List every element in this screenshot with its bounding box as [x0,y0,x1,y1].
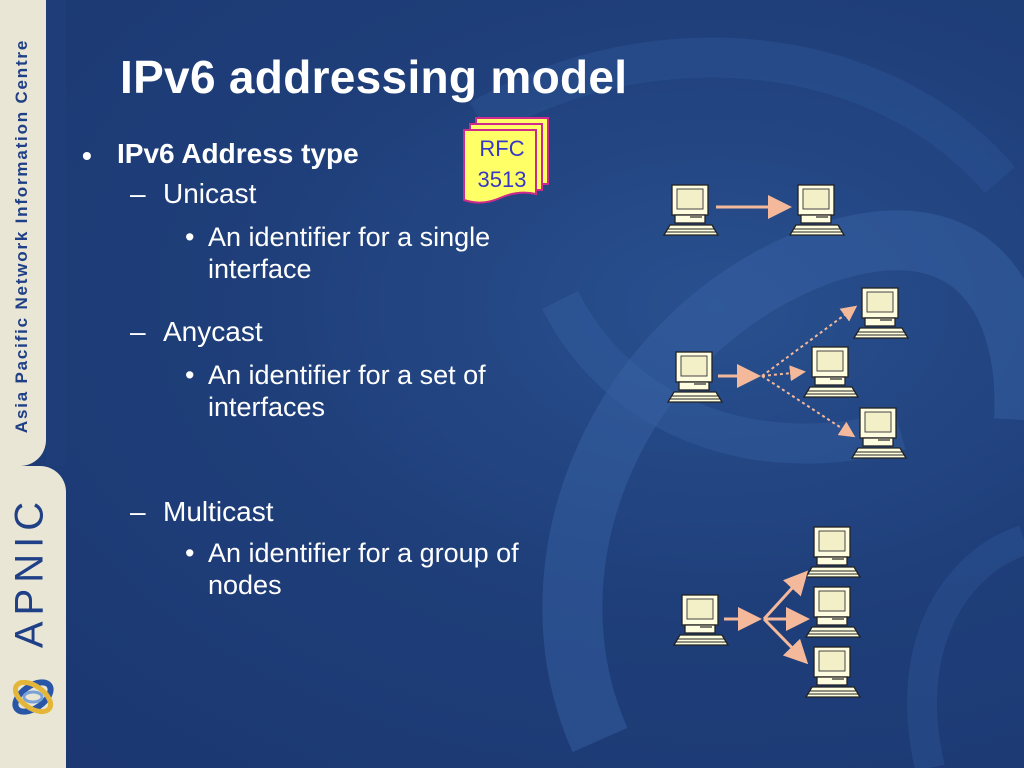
addressing-diagram [663,184,909,698]
apnic-logo-icon [12,679,54,715]
page-title: IPv6 addressing model [120,51,628,103]
unicast-desc-line2: interface [208,254,312,284]
section-dash: – [130,496,146,527]
anycast-dest-computer-icon [803,346,859,398]
multicast-branch-arrow [762,570,809,621]
unicast-dest-computer-icon [789,184,845,236]
sidebar: Asia Pacific Network Information Centre … [0,0,66,768]
multicast-desc-line2: nodes [208,570,282,600]
anycast-dotted-arrow [761,365,806,382]
anycast-desc-line1: An identifier for a set of [208,360,486,390]
sub-bullet-marker: • [185,538,195,568]
sidebar-gap [46,0,66,466]
rfc-badge-text: RFC 3513 [467,133,537,195]
bullet-address-type: IPv6 Address type [117,138,359,169]
anycast-desc-line2: interfaces [208,392,326,422]
rfc-number: 3513 [477,167,527,192]
anycast-dest-computer-icon [853,287,909,339]
rfc-badge-icon [463,117,549,204]
anycast-source-computer-icon [667,351,723,403]
sub-bullet-marker: • [185,222,195,252]
bullet-marker: • [82,140,92,171]
section-dash: – [130,178,146,209]
sub-bullet-marker: • [185,360,195,390]
sidebar-top-panel [0,0,46,466]
rfc-label: RFC [479,136,525,161]
section-anycast-label: Anycast [163,316,263,347]
section-multicast-label: Multicast [163,496,274,527]
sidebar-bottom-panel [0,466,66,768]
multicast-source-computer-icon [673,594,729,646]
multicast-branch-arrow [762,617,809,665]
brand-wordmark: APNIC [7,495,52,649]
org-name-vertical: Asia Pacific Network Information Centre [12,38,31,434]
multicast-dest-computer-icon [805,586,861,638]
unicast-source-computer-icon [663,184,719,236]
section-dash: – [130,316,146,347]
unicast-desc-line1: An identifier for a single [208,222,491,252]
anycast-dotted-arrow [761,305,858,377]
multicast-desc-line1: An identifier for a group of [208,538,519,568]
anycast-dest-computer-icon [851,407,907,459]
multicast-dest-computer-icon [805,526,861,578]
multicast-dest-computer-icon [805,646,861,698]
section-unicast-label: Unicast [163,178,257,209]
